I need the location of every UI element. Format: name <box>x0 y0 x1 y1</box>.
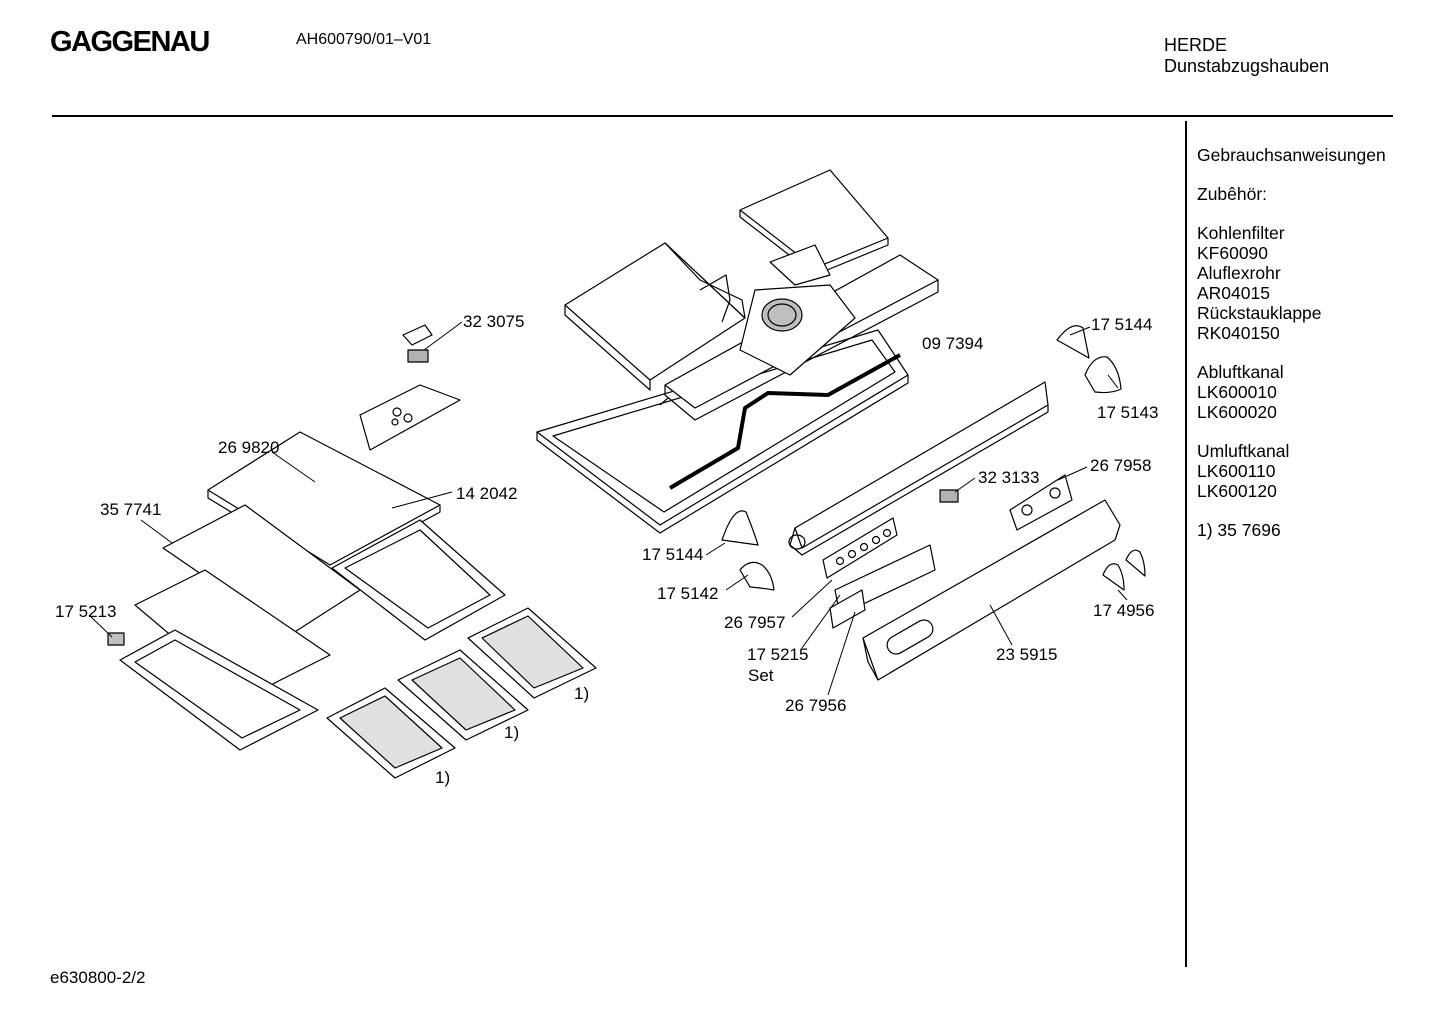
footnote-marker: 1) <box>574 684 590 703</box>
accessory-line: Rückstauklappe <box>1197 303 1322 323</box>
accessory-line: AR04015 <box>1197 283 1270 303</box>
accessories-title: Zubêhör: <box>1197 184 1268 204</box>
manual-label: Gebrauchsanweisungen <box>1197 145 1386 165</box>
header-divider <box>52 115 1393 117</box>
fascia-assembly <box>721 325 1146 681</box>
hood-housing <box>536 169 939 534</box>
callout-323133: 32 3133 <box>978 468 1040 487</box>
callout-175144-bottom: 17 5144 <box>642 545 704 564</box>
exploded-parts-diagram <box>88 169 1146 779</box>
sidebar-divider <box>1185 121 1187 967</box>
callout-set: Set <box>748 666 774 685</box>
accessory-line: LK600120 <box>1197 481 1277 501</box>
accessory-line: Abluftkanal <box>1197 362 1284 382</box>
brand-logo: GAGGENAU <box>50 26 210 58</box>
callout-235915: 23 5915 <box>996 645 1058 664</box>
callout-097394: 09 7394 <box>922 334 984 353</box>
callout-269820: 26 9820 <box>218 438 280 457</box>
callout-142042: 14 2042 <box>456 484 518 503</box>
callout-267957: 26 7957 <box>724 613 786 632</box>
callout-175143: 17 5143 <box>1097 403 1159 422</box>
callout-175144-top: 17 5144 <box>1091 315 1153 334</box>
footnote-marker: 1) <box>504 723 520 742</box>
callout-323075: 32 3075 <box>463 312 525 331</box>
callout-267958: 26 7958 <box>1090 456 1152 475</box>
group-exhaust-duct: Abluftkanal LK600010 LK600020 <box>1197 362 1386 422</box>
accessory-line: LK600110 <box>1197 461 1276 481</box>
accessory-line: Umluftkanal <box>1197 441 1290 461</box>
category-subtitle: Dunstabzugshauben <box>1164 56 1330 76</box>
callout-174956: 17 4956 <box>1093 601 1155 620</box>
leader-lines <box>88 321 1128 696</box>
callout-357741: 35 7741 <box>100 500 162 519</box>
callout-267956: 26 7956 <box>785 696 847 715</box>
group-filters: Kohlenfilter KF60090 Aluflexrohr AR04015… <box>1197 223 1386 343</box>
accessory-line: LK600020 <box>1197 402 1277 422</box>
footnote-line: 1) 35 7696 <box>1197 520 1281 540</box>
accessory-line: Kohlenfilter <box>1197 223 1285 243</box>
accessories-sidebar: Gebrauchsanweisungen Zubêhör: Kohlenfilt… <box>1197 145 1386 540</box>
accessory-line: Aluflexrohr <box>1197 263 1281 283</box>
accessory-line: LK600010 <box>1197 382 1277 402</box>
accessory-line: KF60090 <box>1197 243 1269 263</box>
footnote-marker: 1) <box>435 768 451 787</box>
callout-175215: 17 5215 <box>747 645 809 664</box>
category-title: HERDE <box>1164 35 1228 55</box>
model-number: AH600790/01–V01 <box>296 31 432 48</box>
callout-175213: 17 5213 <box>55 602 117 621</box>
group-recirculation-duct: Umluftkanal LK600110 LK600120 <box>1197 441 1386 501</box>
accessory-line: RK040150 <box>1197 323 1280 343</box>
callout-175142: 17 5142 <box>657 584 719 603</box>
fan-filter-assembly <box>107 324 597 779</box>
document-code: e630800-2/2 <box>50 968 146 987</box>
